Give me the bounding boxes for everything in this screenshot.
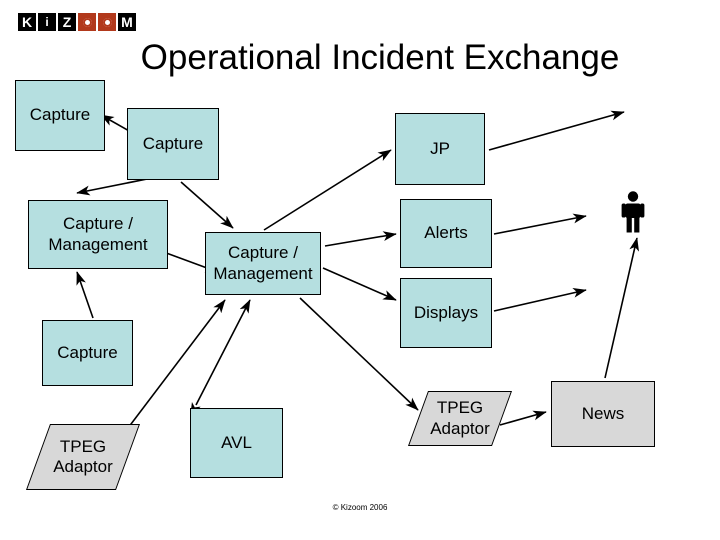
node-avl[interactable]: AVL — [190, 408, 283, 478]
person-icon — [620, 191, 646, 238]
logo-cell-o-4: O — [98, 13, 116, 31]
node-alerts[interactable]: Alerts — [400, 199, 492, 268]
node-label: TPEG Adaptor — [53, 436, 113, 476]
logo-cell-o-3: O — [78, 13, 96, 31]
connector-alerts__offslide — [493, 213, 587, 235]
copyright-footer: © Kizoom 2006 — [332, 503, 388, 512]
node-label: News — [581, 403, 625, 423]
node-label: Capture / Management — [213, 243, 313, 283]
connector-capture-management-mid__alerts — [324, 231, 397, 247]
kizoom-logo: KiZOOM — [18, 13, 136, 31]
node-capture-management-left[interactable]: Capture / Management — [28, 200, 168, 269]
node-capture-lower-left[interactable]: Capture — [42, 320, 133, 386]
connector-capture-upper-mid__capture-management-mid — [180, 181, 234, 229]
node-tpeg-adaptor-right[interactable]: TPEG Adaptor — [407, 391, 513, 446]
connector-capture-management-mid__displays — [322, 267, 397, 301]
connector-avl__capture-management-mid — [190, 299, 251, 417]
node-label: Capture — [29, 105, 91, 125]
connector-jp__offslide — [488, 110, 625, 151]
node-label: Capture / Management — [48, 214, 148, 254]
node-capture-top-left[interactable]: Capture — [15, 80, 105, 151]
node-label: AVL — [221, 432, 252, 452]
page-title: Operational Incident Exchange — [140, 38, 620, 77]
node-label: TPEG Adaptor — [430, 398, 490, 438]
node-capture-management-mid[interactable]: Capture / Management — [205, 232, 321, 295]
node-label: JP — [430, 138, 450, 158]
node-label: Capture — [142, 133, 204, 153]
logo-cell-z-2: Z — [58, 13, 76, 31]
node-jp[interactable]: JP — [395, 113, 485, 185]
logo-cell-i-1: i — [38, 13, 56, 31]
connector-capture-lower-left__capture-management-left — [76, 271, 94, 319]
node-capture-upper-mid[interactable]: Capture — [127, 108, 219, 180]
connector-tpeg-adaptor-right__news — [499, 410, 547, 426]
node-news[interactable]: News — [551, 381, 655, 447]
logo-cell-k-0: K — [18, 13, 36, 31]
connector-capture-management-mid__jp — [263, 149, 392, 231]
connector-news__person-actor — [604, 237, 639, 379]
logo-cell-m-5: M — [118, 13, 136, 31]
node-label: Capture — [57, 342, 118, 362]
node-label: Alerts — [424, 223, 468, 243]
connector-displays__offslide — [493, 288, 587, 312]
node-displays[interactable]: Displays — [400, 278, 492, 348]
person-glyph — [621, 191, 645, 233]
node-label: Displays — [413, 302, 479, 322]
node-tpeg-adaptor-left[interactable]: TPEG Adaptor — [25, 424, 141, 490]
